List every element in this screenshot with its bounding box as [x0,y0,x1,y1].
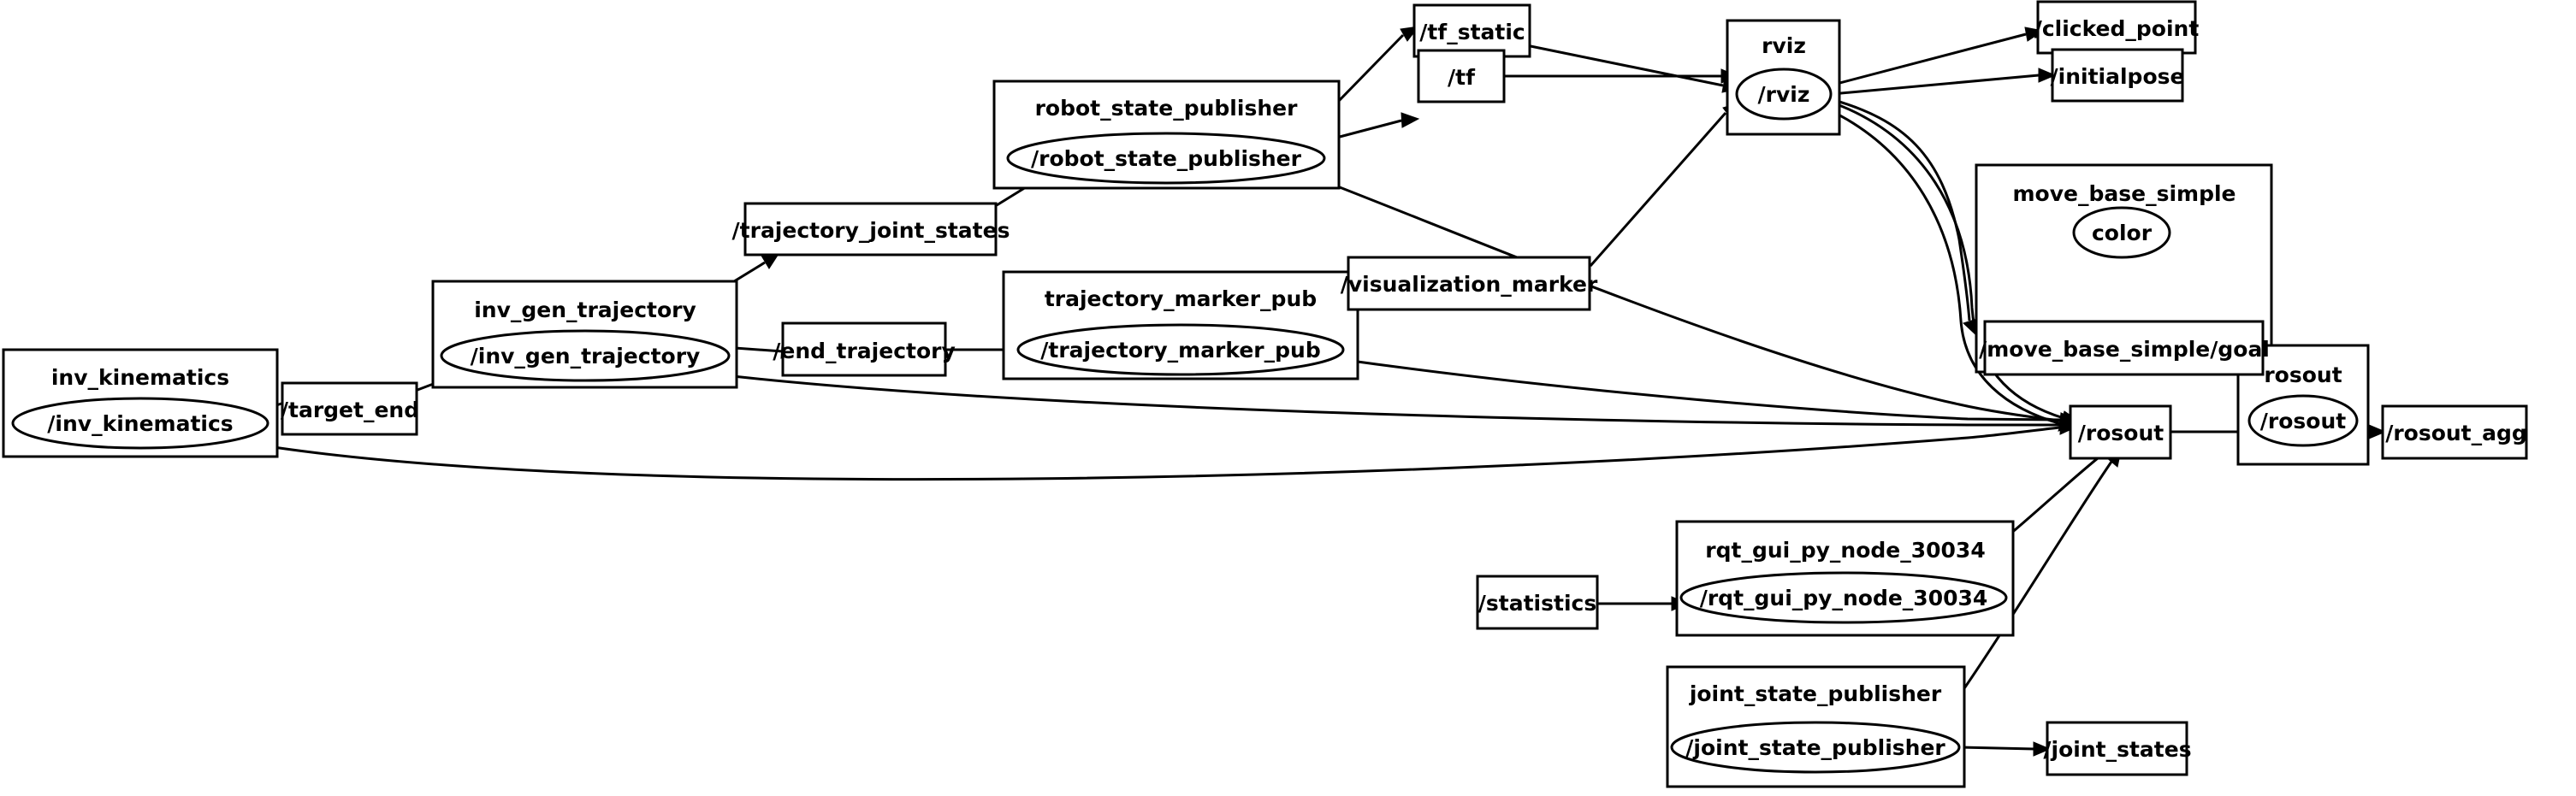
topic-label-rosout: /rosout [2078,421,2164,445]
topic-label-rosout-agg: /rosout_agg [2385,421,2527,445]
topic-tf[interactable]: /tf [1417,49,1506,103]
topic-trajectory-joint-states[interactable]: /trajectory_joint_states [732,202,1010,256]
topic-label-clicked-point: /clicked_point [2034,16,2200,41]
topic-tf-static[interactable]: /tf_static [1412,3,1531,58]
cluster-label-inv-kinematics: inv_kinematics [51,365,229,390]
node-layer: /inv_kinematics /inv_gen_trajectory /rob… [11,68,2359,774]
edge-statistics-to-rqt-gui-py-node [1598,596,1690,611]
node-trajectory-marker-pub[interactable]: /trajectory_marker_pub [1016,323,1345,376]
node-robot-state-publisher[interactable]: /robot_state_publisher [1006,132,1326,185]
node-color[interactable]: color [2072,206,2171,259]
node-joint-state-publisher[interactable]: /joint_state_publisher [1670,721,1961,774]
node-label-inv-kinematics: /inv_kinematics [47,411,233,436]
topic-joint-states[interactable]: /joint_states [2043,721,2192,776]
topic-rosout[interactable]: /rosout [2069,404,2172,460]
topic-visualization-marker[interactable]: /visualization_marker [1341,256,1598,311]
cluster-label-move-base-simple: move_base_simple [2013,181,2236,206]
topic-rosout-agg[interactable]: /rosout_agg [2381,404,2528,460]
cluster-label-inv-gen-trajectory: inv_gen_trajectory [474,298,696,322]
edge-rviz-to-initialpose [1831,68,2057,96]
cluster-label-joint-state-publisher: joint_state_publisher [1689,681,1942,706]
topic-end-trajectory[interactable]: /end_trajectory [773,321,956,377]
node-label-trajectory-marker-pub: /trajectory_marker_pub [1040,338,1320,363]
topic-label-statistics: /statistics [1478,591,1596,616]
edge-inv-kinematics-to-rosout [235,420,2079,481]
topic-label-initialpose: /initialpose [2051,64,2185,89]
topic-initialpose[interactable]: /initialpose [2051,48,2185,103]
topic-clicked-point[interactable]: /clicked_point [2034,0,2200,55]
node-inv-kinematics[interactable]: /inv_kinematics [11,397,269,450]
topic-layer: /target_end /trajectory_joint_states /en… [281,0,2528,776]
node-label-joint-state-publisher: /joint_state_publisher [1685,735,1945,760]
cluster-label-trajectory-marker-pub: trajectory_marker_pub [1045,286,1317,311]
topic-move-base-simple-goal[interactable]: /move_base_simple/goal [1979,320,2270,376]
node-label-robot-state-publisher: /robot_state_publisher [1031,146,1302,171]
node-label-inv-gen-trajectory: /inv_gen_trajectory [471,344,701,369]
topic-label-trajectory-joint-states: /trajectory_joint_states [732,218,1010,243]
topic-label-tf-static: /tf_static [1419,20,1525,44]
edge-rviz-to-move-base-simple-goal [1830,97,1978,337]
node-rviz[interactable]: /rviz [1735,68,1833,121]
topic-label-target-end: /target_end [281,398,419,422]
node-label-rqt-gui-py-node: /rqt_gui_py_node_30034 [1700,586,1988,610]
edge-tf-static-to-rviz [1530,44,1740,93]
node-label-rosout: /rosout [2260,409,2346,433]
topic-label-visualization-marker: /visualization_marker [1341,272,1598,297]
topic-label-joint-states: /joint_states [2043,737,2191,762]
topic-label-end-trajectory: /end_trajectory [773,339,956,363]
node-label-color: color [2092,221,2153,245]
topic-statistics[interactable]: /statistics [1476,575,1599,630]
edge-joint-state-publisher-to-joint-states [1959,741,2052,757]
node-label-rviz: /rviz [1758,82,1810,107]
cluster-label-rviz: rviz [1762,33,1806,58]
node-rqt-gui-py-node[interactable]: /rqt_gui_py_node_30034 [1679,571,2008,624]
cluster-label-robot-state-publisher: robot_state_publisher [1035,96,1298,121]
topic-label-tf: /tf [1448,65,1476,90]
cluster-label-rosout: rosout [2264,363,2342,387]
edge-visualization-marker-to-rviz [1589,102,1742,267]
node-inv-gen-trajectory[interactable]: /inv_gen_trajectory [440,329,731,382]
node-rosout[interactable]: /rosout [2247,394,2359,447]
cluster-label-rqt-gui-py-node: rqt_gui_py_node_30034 [1705,538,1985,563]
topic-label-move-base-simple-goal: /move_base_simple/goal [1979,337,2270,362]
topic-target-end[interactable]: /target_end [281,381,419,436]
